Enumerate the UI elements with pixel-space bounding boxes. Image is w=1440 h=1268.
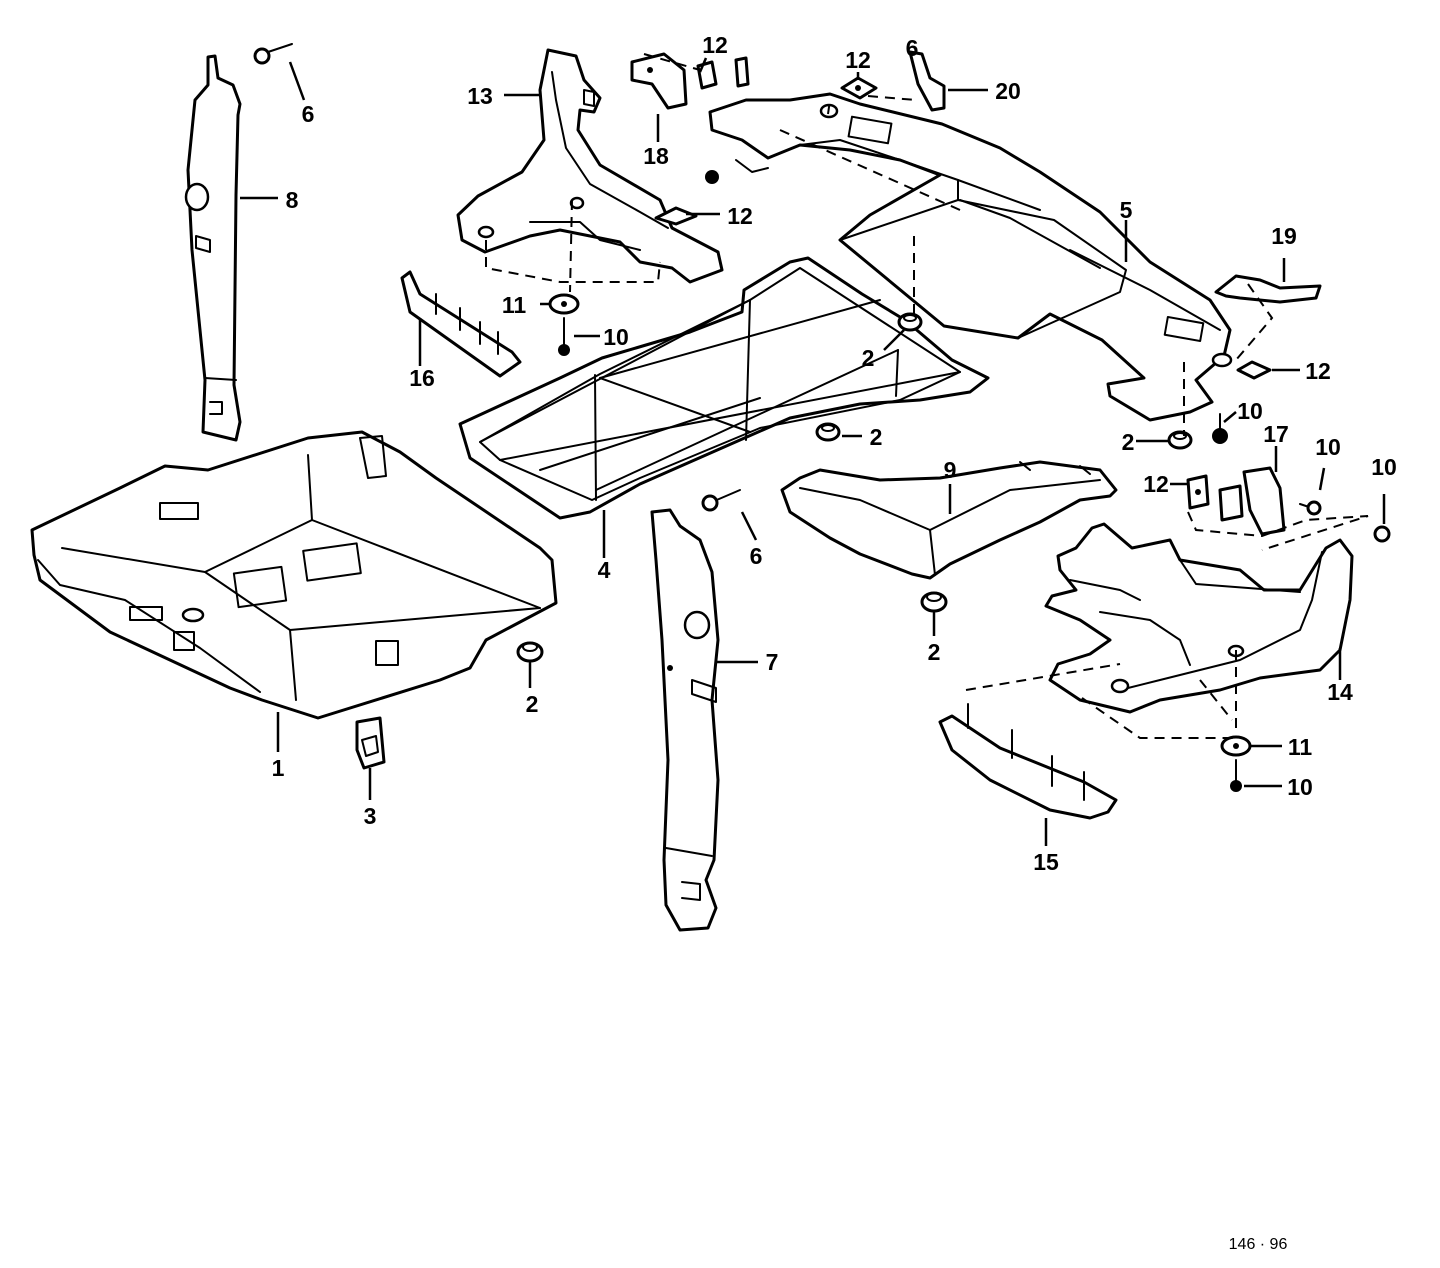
callout-labels: 1 3 2 4 8 6 6 7 9 2 5 16 13 11 10 18 12 … [272, 32, 1397, 875]
part-10-screw-6 [705, 170, 719, 184]
callout-19: 19 [1271, 223, 1297, 249]
callout-9: 9 [944, 457, 957, 483]
part-2-grommet-2 [897, 312, 923, 332]
part-1-engine-undershield [30, 430, 558, 720]
part-2-grommet-3 [815, 422, 841, 442]
part-12-nut-right-lower [1186, 474, 1210, 510]
part-4-cross-member-frame [458, 256, 990, 520]
part-2-grommet-4 [1167, 430, 1193, 450]
callout-2-d: 2 [928, 639, 941, 665]
callout-11-b: 11 [1288, 734, 1313, 760]
part-12-nut-top [696, 56, 750, 90]
part-12-nut-upper-left-panel [654, 206, 698, 226]
part-10-screw-4 [1373, 525, 1391, 543]
part-12-nut-right [1236, 360, 1272, 380]
part-19-bracket [1214, 274, 1322, 304]
callout-2-a: 2 [526, 691, 539, 717]
callout-11-a: 11 [502, 292, 527, 318]
part-8-left-side-strip [184, 54, 242, 442]
callout-3: 3 [364, 803, 377, 829]
part-9-side-rail [780, 460, 1118, 580]
callout-12-e: 12 [1143, 471, 1169, 497]
part-18-bracket [630, 52, 688, 110]
callout-8: 8 [286, 187, 299, 213]
callout-6-c: 6 [906, 35, 919, 61]
callout-leaders [240, 57, 1386, 846]
part-11-washer-1 [548, 293, 580, 315]
assembly-guide-lines [485, 53, 1369, 739]
part-13-left-deflector [456, 48, 724, 284]
part-16-bracket-strip [400, 270, 522, 378]
part-10-screw-2 [1212, 413, 1228, 444]
part-10-screw-1 [558, 317, 570, 356]
callout-4: 4 [598, 557, 611, 583]
callout-2-c: 2 [870, 424, 883, 450]
part-11-washer-2 [1220, 735, 1252, 757]
callout-16: 16 [409, 365, 435, 391]
callout-10-a: 10 [603, 324, 629, 350]
part-6-screw-2 [701, 489, 741, 512]
diagram-reference-number: 146 · 96 [1229, 1236, 1288, 1253]
part-2-grommet-1 [516, 641, 544, 663]
part-6-screw-1 [253, 43, 293, 65]
part-12-nut-top-right [840, 76, 878, 100]
part-10-screw-5 [1230, 759, 1242, 792]
part-3-clip [355, 716, 386, 770]
callout-12-a: 12 [702, 32, 728, 58]
callout-13: 13 [467, 83, 493, 109]
callout-10-c: 10 [1315, 434, 1341, 460]
part-5-rear-panel [708, 92, 1233, 422]
callout-12-c: 12 [845, 47, 871, 73]
callout-6-b: 6 [750, 543, 763, 569]
callout-6-a: 6 [302, 101, 315, 127]
callout-10-e: 10 [1287, 774, 1313, 800]
part-15-lower-bracket-strip [938, 703, 1118, 820]
callout-10-b: 10 [1237, 398, 1263, 424]
callout-12-b: 12 [727, 203, 753, 229]
part-10-screw-3 [1299, 500, 1322, 516]
callout-7: 7 [766, 649, 779, 675]
callout-10-d: 10 [1371, 454, 1397, 480]
callout-2-e: 2 [1122, 429, 1135, 455]
part-17-bracket [1218, 466, 1286, 536]
callout-14: 14 [1327, 679, 1353, 705]
callout-1: 1 [272, 755, 285, 781]
callout-17: 17 [1263, 421, 1289, 447]
part-14-right-deflector [1044, 522, 1354, 714]
callout-15: 15 [1033, 849, 1059, 875]
part-20-bracket [908, 50, 946, 112]
callout-5: 5 [1120, 197, 1133, 223]
part-7-center-side-strip [650, 508, 720, 932]
part-2-grommet-5 [920, 591, 948, 613]
callout-20: 20 [995, 78, 1021, 104]
callout-12-d: 12 [1305, 358, 1331, 384]
callout-2-b: 2 [862, 345, 875, 371]
callout-18: 18 [643, 143, 669, 169]
